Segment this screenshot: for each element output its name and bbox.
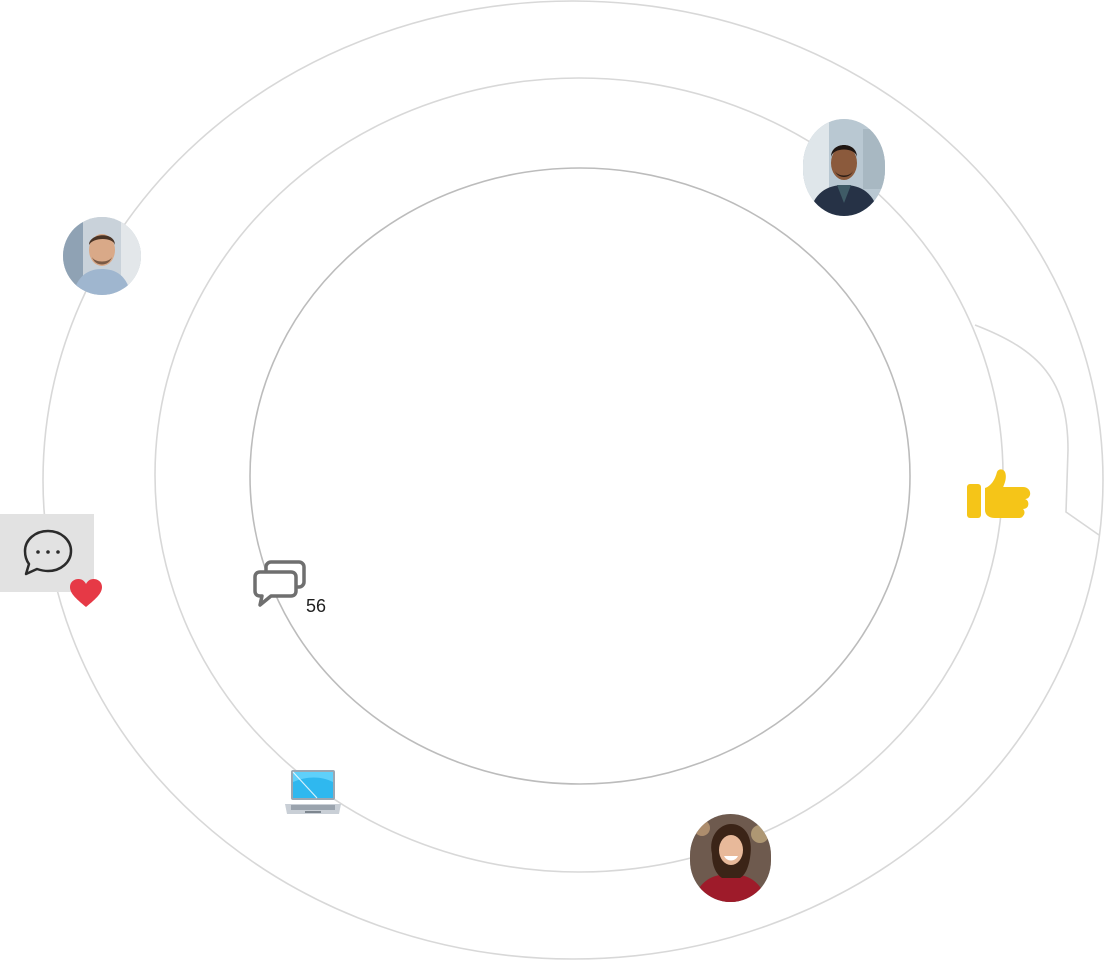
avatar-portrait <box>803 119 885 216</box>
avatar-portrait <box>690 814 771 902</box>
comment-count: 56 <box>306 596 327 616</box>
avatar-portrait <box>63 217 141 295</box>
user-avatar-woman[interactable] <box>690 814 771 902</box>
inner-orbit <box>249 167 911 785</box>
user-avatar-man-left[interactable] <box>63 217 141 295</box>
outer-orbit <box>42 0 1104 960</box>
user-avatar-man-right[interactable] <box>803 119 885 216</box>
comments-icon[interactable] <box>253 560 308 608</box>
thumbs-up-icon[interactable] <box>965 468 1033 522</box>
chat-bubble-icon[interactable] <box>22 528 74 578</box>
connector-line <box>974 324 1100 536</box>
laptop-icon[interactable] <box>283 768 343 818</box>
heart-icon[interactable] <box>69 578 103 608</box>
